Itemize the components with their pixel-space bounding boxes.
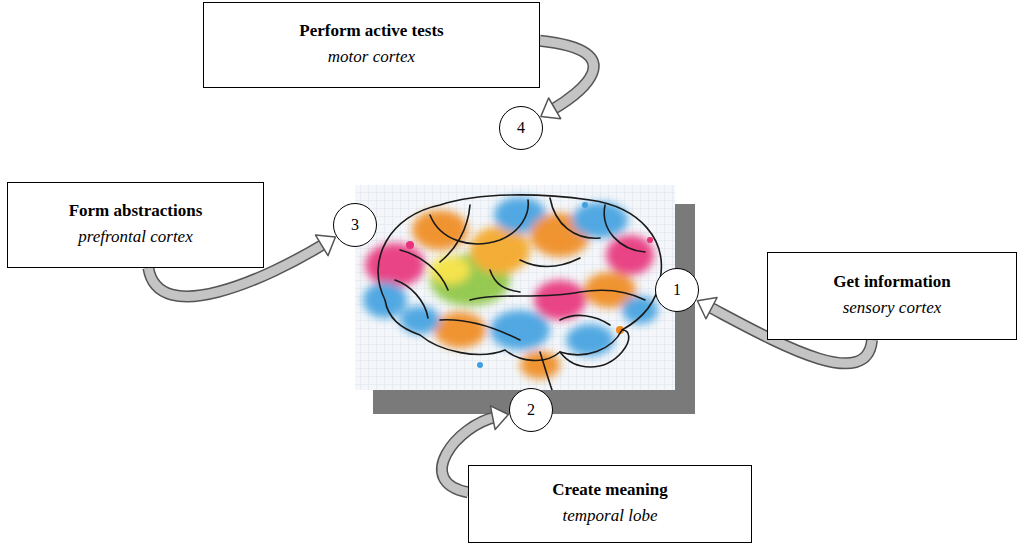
callout-number: 1: [673, 281, 681, 299]
callout-circle: 4: [499, 106, 543, 150]
callout-number: 4: [517, 119, 525, 137]
brain-region: sensory cortex: [843, 294, 942, 323]
box-heading: Create meaning: [552, 477, 667, 503]
brain-region: motor cortex: [328, 43, 415, 72]
process-box: Create meaningtemporal lobe: [468, 465, 752, 543]
box-heading: Perform active tests: [299, 18, 443, 44]
grid-paper: [355, 185, 675, 390]
process-box: Form abstractionsprefrontal cortex: [7, 182, 264, 268]
process-box: Perform active testsmotor cortex: [203, 2, 540, 88]
paint-splatter: [363, 197, 658, 379]
callout-circle: 1: [655, 268, 699, 312]
brain-region: temporal lobe: [563, 502, 658, 531]
process-box: Get informationsensory cortex: [767, 252, 1017, 340]
curved-arrow: [540, 41, 594, 119]
box-heading: Form abstractions: [69, 198, 203, 224]
brain-outline: [378, 195, 661, 390]
callout-circle: 3: [333, 203, 377, 247]
callout-number: 3: [351, 216, 359, 234]
box-heading: Get information: [833, 269, 951, 295]
callout-circle: 2: [509, 388, 553, 432]
brain-region: prefrontal cortex: [78, 223, 192, 252]
callout-number: 2: [527, 401, 535, 419]
